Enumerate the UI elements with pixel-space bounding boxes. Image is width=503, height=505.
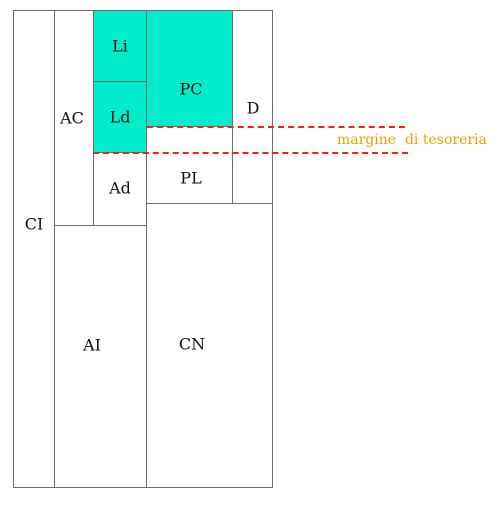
label-cn: CN [178,334,206,354]
cn-block [146,203,273,488]
label-d: D [246,98,260,118]
pl-block [146,126,233,204]
d-block [232,10,273,204]
pc-block [146,10,233,127]
label-ld: Ld [109,107,131,127]
ai-block [54,225,147,488]
margin-line-top [147,126,405,128]
label-ai: AI [83,335,101,355]
label-ac: AC [60,108,84,128]
label-ad: Ad [109,178,131,198]
ci-block [13,10,55,488]
margin-annotation: margine di tesoreria [337,132,487,148]
label-pl: PL [180,168,202,188]
ad-block [93,152,147,226]
margin-line-bottom [93,152,408,154]
label-ci: CI [24,214,44,234]
ac-block [54,10,94,226]
label-li: Li [112,36,128,56]
label-pc: PC [179,79,203,99]
